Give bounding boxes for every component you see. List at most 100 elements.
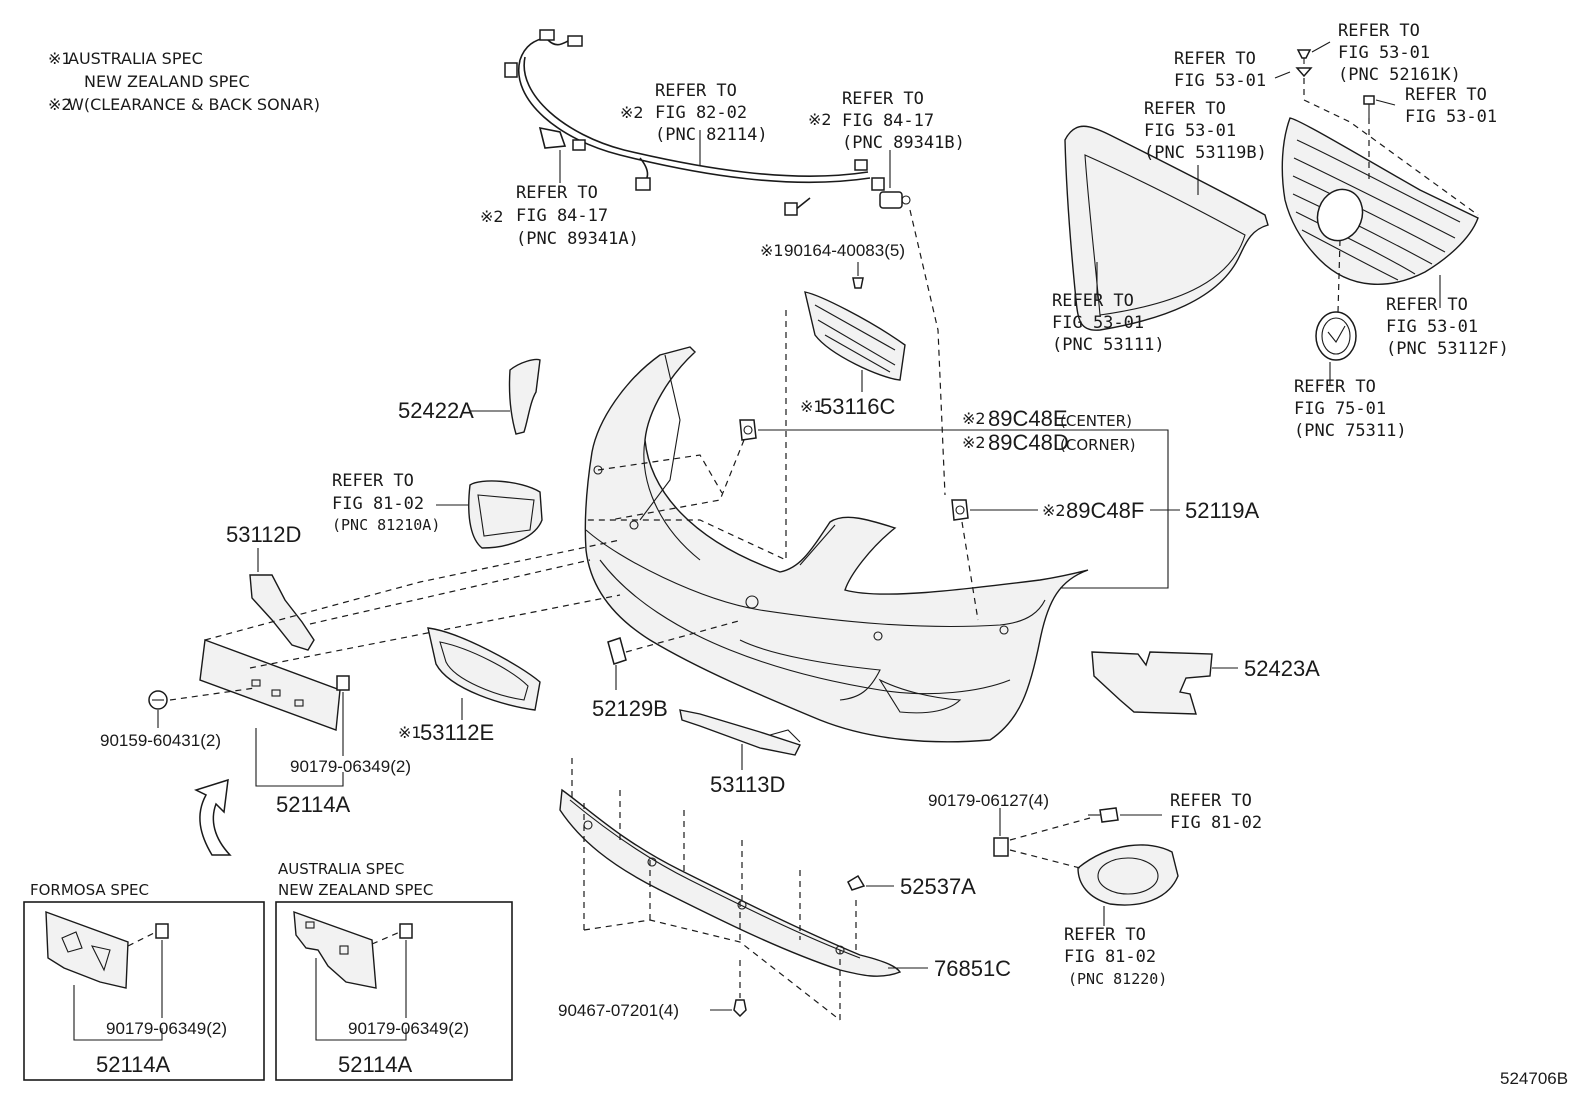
fog-dashed-2 <box>1009 849 1081 869</box>
retainer-dashed-line <box>961 521 979 621</box>
ref-emblem-l1: REFER TO <box>1294 377 1376 397</box>
ref-fog-lamp-l3: (PNC 81220) <box>1068 970 1167 988</box>
part-89C48E-num: 89C48E <box>988 406 1068 431</box>
part-89C48E-sub: (CENTER) <box>1060 412 1132 430</box>
part-90179-06127-num: 90179-06127(4) <box>928 791 1049 810</box>
part-label-90164: ※1 90164-40083(5) <box>760 241 905 260</box>
ref-clip-b-l3: (PNC 52161K) <box>1338 65 1461 85</box>
part-label-53112E: ※1 53112E <box>398 720 494 745</box>
part-90179a-num: 90179-06349(2) <box>290 757 411 776</box>
emblem-dashed-line <box>1337 239 1341 313</box>
inset-formosa-leader-part <box>73 985 163 1041</box>
part-53112E-num: 53112E <box>420 720 494 745</box>
inset-formosa-part: 52114A <box>96 1052 171 1077</box>
clip-90467 <box>733 999 747 1018</box>
inset-au-nz-dashed <box>371 931 401 945</box>
ref-clip-a-l1: REFER TO <box>1174 49 1256 69</box>
fog-dashed-1 <box>1009 817 1091 841</box>
ref-grille: REFER TO FIG 53-01 (PNC 53112F) <box>1386 295 1509 359</box>
ref-molding-left-l2: FIG 53-01 <box>1052 313 1144 333</box>
grille-molding <box>1064 125 1269 331</box>
ref-grille-l2: FIG 53-01 <box>1386 317 1478 337</box>
ref-clip-b: REFER TO FIG 53-01 (PNC 52161K) <box>1338 21 1461 85</box>
leader-52114A <box>255 728 344 787</box>
grille-screw <box>1363 95 1375 118</box>
ref-molding-top: REFER TO FIG 53-01 (PNC 53119B) <box>1144 99 1267 163</box>
note-1-line-1: AUSTRALIA SPEC <box>68 49 203 68</box>
part-53116C-mark: ※1 <box>800 397 824 416</box>
grille-clip-lower <box>1295 67 1313 78</box>
license-bracket-52114A <box>199 639 341 731</box>
ref-emblem-l2: FIG 75-01 <box>1294 399 1386 419</box>
part-53112E-mark: ※1 <box>398 723 422 742</box>
illustration-id: 524706B <box>1500 1069 1568 1088</box>
cap-52129B <box>607 637 627 665</box>
clip-90164 <box>852 277 864 289</box>
ref-fog-screw-l1: REFER TO <box>1170 791 1252 811</box>
spoiler-dashed <box>571 758 857 1020</box>
53112D-dashed <box>309 559 591 625</box>
fog-lamp <box>1077 844 1179 906</box>
ref-sensor-l-l2: FIG 84-17 <box>516 206 608 226</box>
bumper-top-dashed <box>597 454 723 494</box>
part-90159-num: 90159-60431(2) <box>100 731 221 750</box>
part-52129B-num: 52129B <box>592 696 668 721</box>
ref-sensor-l-l3: (PNC 89341A) <box>516 229 639 249</box>
ref-molding-left: REFER TO FIG 53-01 (PNC 53111) <box>1052 291 1165 355</box>
part-89C48F-mark: ※2 <box>1042 501 1066 520</box>
ref-fog-screw: REFER TO FIG 81-02 <box>1170 791 1262 833</box>
ref-fog-lamp-l2: FIG 81-02 <box>1064 947 1156 967</box>
bracket-53112D <box>249 574 315 651</box>
part-52423A-num: 52423A <box>1244 656 1320 681</box>
part-76851C-num: 76851C <box>934 956 1011 981</box>
clip-52537A <box>847 874 866 891</box>
sonar-wire-harness <box>504 29 885 216</box>
radiator-grille <box>1281 117 1479 285</box>
cover-52423A <box>1091 651 1213 715</box>
52129B-dashed <box>625 619 743 653</box>
spoiler-76851C <box>559 788 902 977</box>
ref-sensor-l-l1: REFER TO <box>516 183 598 203</box>
part-label-89C48F: ※2 89C48F <box>1042 498 1144 523</box>
part-89C48D-num: 89C48D <box>988 430 1069 455</box>
emblem <box>1315 311 1357 361</box>
plate-dashed-1 <box>204 539 621 641</box>
leader-clip-b <box>1311 41 1331 53</box>
ref-grille-l1: REFER TO <box>1386 295 1468 315</box>
arrow-icon <box>194 778 232 856</box>
note-2-line-1: W(CLEARANCE & BACK SONAR) <box>68 95 320 114</box>
leader-89C48E <box>758 429 1169 589</box>
part-53112D-num: 53112D <box>226 522 301 547</box>
part-label-89C48E: ※2 89C48E (CENTER) <box>962 406 1132 431</box>
inset-au-nz-title-2: NEW ZEALAND SPEC <box>278 881 433 899</box>
ref-screw-l1: REFER TO <box>1405 85 1487 105</box>
bracket-52422A <box>508 358 541 435</box>
ref-clip-a: REFER TO FIG 53-01 <box>1174 49 1266 91</box>
ref-emblem-l3: (PNC 75311) <box>1294 421 1407 441</box>
spec-notes: ※1 AUSTRALIA SPEC NEW ZEALAND SPEC ※2 W(… <box>48 49 320 114</box>
part-52114A-num: 52114A <box>276 792 351 817</box>
inset-formosa-title: FORMOSA SPEC <box>30 881 149 899</box>
lower-grille-53112E <box>427 627 541 711</box>
grille-clip-upper <box>1296 49 1312 64</box>
ref-fog-bracket: REFER TO FIG 81-02 (PNC 81210A) <box>332 471 440 534</box>
sonar-sensor-right <box>879 191 911 209</box>
inset-formosa-clip: 90179-06349(2) <box>106 1019 227 1038</box>
ref-clip-b-l2: FIG 53-01 <box>1338 43 1430 63</box>
part-52537A-num: 52537A <box>900 874 976 899</box>
ref-clip-a-l2: FIG 53-01 <box>1174 71 1266 91</box>
inset-au-nz-title-1: AUSTRALIA SPEC <box>278 860 404 878</box>
inset-au-nz-clip: 90179-06349(2) <box>348 1019 469 1038</box>
part-52422A-num: 52422A <box>398 398 474 423</box>
sonar-retainer-89C48F <box>951 499 969 521</box>
inset-formosa-dashed <box>127 931 157 947</box>
lower-grille-insert-53116C <box>804 291 906 381</box>
inset-au-nz-part: 52114A <box>338 1052 413 1077</box>
note-1-line-2: NEW ZEALAND SPEC <box>84 72 250 91</box>
ref-clip-b-l1: REFER TO <box>1338 21 1420 41</box>
ref-molding-top-l2: FIG 53-01 <box>1144 121 1236 141</box>
part-52119A-num: 52119A <box>1185 498 1260 523</box>
inset-formosa: FORMOSA SPEC 90179-06349(2) 52114A <box>23 881 265 1081</box>
ref-wire-mark: ※2 <box>620 103 644 122</box>
ref-molding-left-l1: REFER TO <box>1052 291 1134 311</box>
